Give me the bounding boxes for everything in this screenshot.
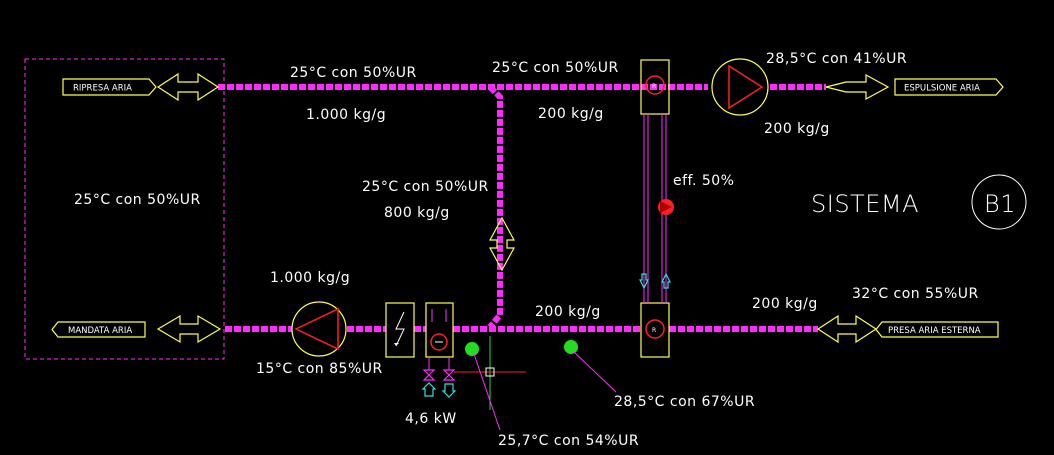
valve-icon	[442, 369, 456, 381]
tag-ripresa-text: RIPRESA ARIA	[73, 84, 132, 94]
flow-arrow-supply	[156, 314, 222, 344]
mixed-temp-label: 25,7°C con 54%UR	[498, 433, 639, 449]
tag-espulsione-text: ESPULSIONE ARIA	[904, 84, 980, 94]
cooling-coil	[425, 302, 454, 358]
leader-recovered	[573, 351, 617, 393]
sensor-recovered-icon	[564, 340, 578, 354]
recirc-flow-label: 800 kg/g	[384, 205, 450, 221]
recovered-temp-label: 28,5°C con 67%UR	[614, 394, 755, 410]
room-boundary	[24, 58, 225, 360]
flow-arrow-fresh	[816, 314, 878, 344]
recovery-bottom: R	[640, 302, 670, 358]
top-mid-temp-label: 25°C con 50%UR	[492, 60, 619, 76]
supply-flow-label: 1.000 kg/g	[270, 270, 350, 286]
tag-presa: PRESA ARIA ESTERNA	[875, 321, 999, 338]
outdoor-temp-label: 32°C con 55%UR	[852, 286, 979, 302]
crosshair-cursor	[454, 336, 526, 410]
system-id-badge: B1	[971, 174, 1027, 230]
electric-heater	[385, 302, 415, 358]
duct-recirculation	[487, 84, 503, 329]
fresh-out-flow-label: 200 kg/g	[752, 296, 818, 312]
tag-presa-text: PRESA ARIA ESTERNA	[888, 326, 981, 336]
coil-power-label: 4,6 kW	[405, 411, 457, 427]
ducts	[218, 84, 826, 332]
fan-exhaust	[711, 58, 769, 116]
flow-arrow-exhaust	[825, 73, 890, 101]
svg-text:R: R	[652, 83, 656, 90]
return-temp-label: 25°C con 50%UR	[290, 65, 417, 81]
flow-arrow-return	[156, 72, 220, 102]
exhaust-temp-label: 28,5°C con 41%UR	[766, 51, 907, 67]
recovery-flow-arrows	[639, 272, 671, 290]
valve-icon	[422, 369, 436, 381]
tag-mandata-text: MANDATA ARIA	[68, 326, 132, 336]
recirc-temp-label: 25°C con 50%UR	[362, 179, 489, 195]
coil-valves	[421, 357, 457, 398]
tag-ripresa: RIPRESA ARIA	[62, 78, 157, 96]
tag-mandata: MANDATA ARIA	[51, 321, 146, 338]
leader-mixed	[473, 353, 501, 431]
room-condition-label: 25°C con 50%UR	[74, 192, 201, 208]
tag-espulsione: ESPULSIONE ARIA	[894, 78, 1004, 96]
supply-temp-label: 15°C con 85%UR	[256, 361, 383, 377]
system-title: SISTEMA	[811, 190, 919, 218]
sensor-mixed-icon	[465, 342, 479, 356]
fan-supply	[291, 301, 347, 357]
flow-arrow-recirculation	[488, 216, 516, 272]
fresh-mid-flow-label: 200 kg/g	[535, 304, 601, 320]
recovery-top: R	[640, 59, 670, 115]
top-mid-flow-label: 200 kg/g	[538, 106, 604, 122]
return-flow-label: 1.000 kg/g	[306, 107, 386, 123]
system-id: B1	[984, 190, 1016, 218]
svg-text:R: R	[652, 327, 656, 334]
recovery-pump-icon	[658, 199, 674, 215]
efficiency-label: eff. 50%	[673, 173, 734, 189]
exhaust-flow-label: 200 kg/g	[764, 121, 830, 137]
